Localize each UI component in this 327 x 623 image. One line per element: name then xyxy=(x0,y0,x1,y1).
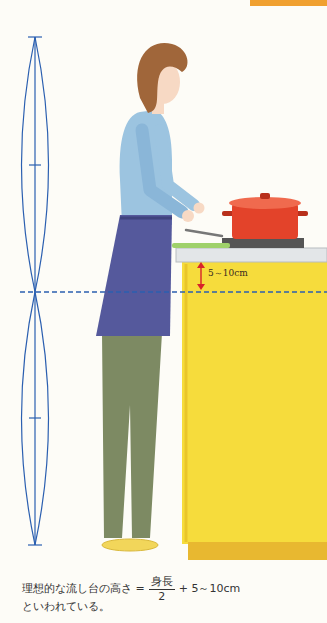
pants xyxy=(102,333,162,538)
half-height-line xyxy=(20,291,327,292)
hand xyxy=(194,203,205,214)
lid-knob xyxy=(260,193,270,199)
caption-text: 理想的な流し台の高さ = xyxy=(22,582,145,595)
vegetable xyxy=(172,243,230,248)
caption-text: + 5～10cm xyxy=(179,582,240,595)
knife xyxy=(186,230,222,236)
arrow-shaft xyxy=(200,266,201,286)
header-bar xyxy=(250,0,327,6)
bracket-tick xyxy=(28,36,42,37)
bracket-tick xyxy=(28,544,42,545)
apron-tie xyxy=(120,217,172,220)
height-bracket xyxy=(22,37,49,545)
fraction-denominator: 2 xyxy=(158,590,165,603)
arrow-head xyxy=(197,284,205,290)
dimension-label: 5～10cm xyxy=(208,268,248,279)
countertop xyxy=(176,248,327,262)
hand xyxy=(182,210,194,222)
bracket-axis xyxy=(34,37,35,545)
bracket-tick xyxy=(29,417,41,418)
apron xyxy=(96,215,172,336)
plinth xyxy=(188,542,327,560)
dimension-arrow xyxy=(197,262,205,290)
cabinet-edge xyxy=(185,264,188,542)
fraction-bar xyxy=(149,589,175,590)
caption-text: といわれている。 xyxy=(22,600,110,613)
hair xyxy=(137,43,187,113)
slippers xyxy=(102,539,158,551)
cabinet xyxy=(182,262,327,544)
stove xyxy=(222,238,304,248)
fraction-numerator: 身長 xyxy=(151,575,173,588)
arm xyxy=(160,130,194,205)
arrow-head xyxy=(197,262,205,268)
bracket-tick xyxy=(29,164,41,165)
